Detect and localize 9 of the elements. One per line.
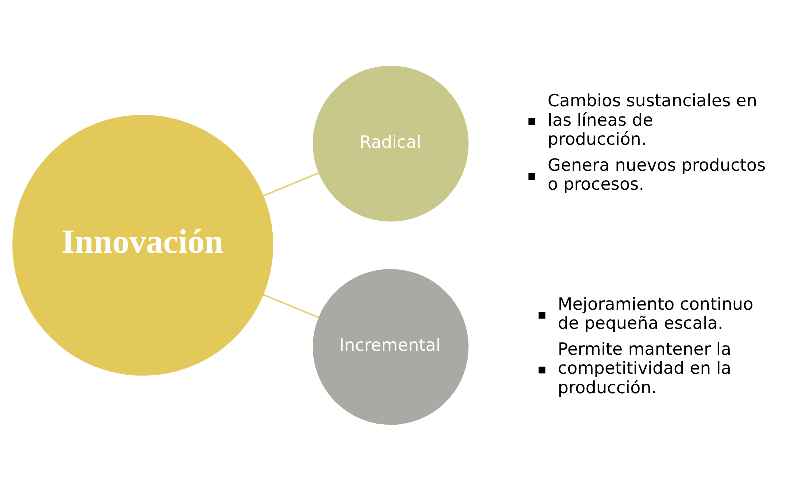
node-circle: Incremental — [313, 268, 469, 425]
node-circle: Innovación — [12, 114, 274, 376]
node-label: Genera nuevos productos o procesos. — [548, 154, 766, 194]
node-circle: Radical — [313, 65, 469, 222]
connector — [263, 172, 320, 196]
node-label: Permite mantener la competitividad en la producción. — [558, 338, 732, 397]
node-label: Mejoramiento continuo de pequeña escala. — [558, 293, 754, 333]
connector — [263, 294, 320, 318]
node-label: Cambios sustanciales en las líneas de producción. — [548, 90, 758, 148]
